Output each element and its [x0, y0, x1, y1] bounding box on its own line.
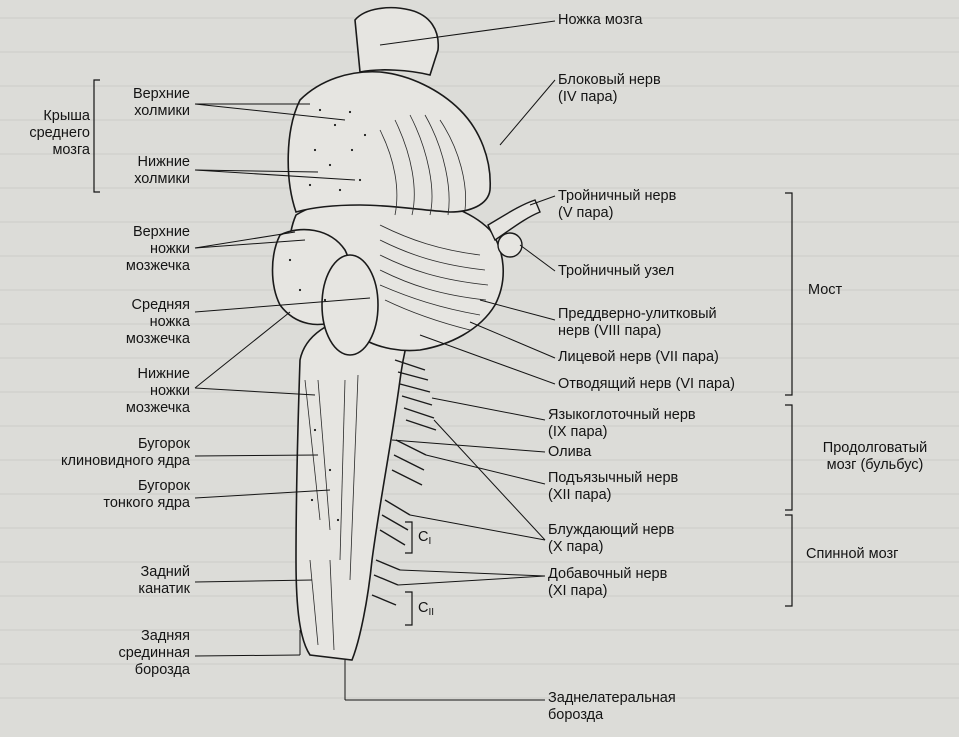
- c2-bracket: [405, 592, 412, 625]
- midbrain-outline: [288, 72, 490, 212]
- label-abducens-nerve: Отводящий нерв (VI пара): [558, 376, 735, 393]
- label-facial-nerve: Лицевой нерв (VII пара): [558, 349, 719, 366]
- label-inferior-colliculi: Нижние холмики: [100, 154, 190, 188]
- label-cuneate-tubercle: Бугорок клиновидного ядра: [10, 436, 190, 470]
- pons-bracket: [785, 193, 792, 395]
- label-hypoglossal-nerve: Подъязычный нерв (XII пара): [548, 470, 678, 504]
- label-vagus-nerve: Блуждающий нерв (X пара): [548, 522, 674, 556]
- label-cerebral-peduncle: Ножка мозга: [558, 12, 642, 29]
- label-posterolateral-sulcus: Заднелатеральная борозда: [548, 690, 676, 724]
- trigeminal-ganglion-shape: [498, 233, 522, 257]
- label-trigeminal-nerve: Тройничный нерв (V пара): [558, 188, 676, 222]
- olive-shape: [322, 255, 378, 355]
- cerebral-peduncle-shape: [355, 8, 438, 75]
- label-segment-c1: CI: [418, 529, 431, 550]
- label-vestibulocochlear-nerve: Преддверно-улитковый нерв (VIII пара): [558, 306, 717, 340]
- label-spinal-cord: Спинной мозг: [806, 546, 898, 563]
- label-olive: Олива: [548, 444, 591, 461]
- spinal-cord-bracket: [785, 515, 792, 606]
- label-trigeminal-ganglion: Тройничный узел: [558, 263, 674, 280]
- label-glossopharyngeal-nerve: Языкоглоточный нерв (IX пара): [548, 407, 696, 441]
- label-segment-c2: CII: [418, 600, 434, 621]
- spinal-cord-outline: [296, 315, 416, 660]
- label-superior-colliculi: Верхние холмики: [100, 86, 190, 120]
- label-superior-cerebellar-peduncles: Верхние ножки мозжечка: [80, 224, 190, 275]
- label-posterior-funiculus: Задний канатик: [80, 564, 190, 598]
- label-roof-of-midbrain: Крыша среднего мозга: [8, 108, 90, 159]
- label-trochlear-nerve: Блоковый нерв (IV пара): [558, 72, 661, 106]
- c1-bracket: [405, 522, 412, 553]
- label-accessory-nerve: Добавочный нерв (XI пара): [548, 566, 667, 600]
- label-medulla: Продолговатый мозг (бульбус): [800, 440, 950, 474]
- label-middle-cerebellar-peduncle: Средняя ножка мозжечка: [80, 297, 190, 348]
- label-gracile-tubercle: Бугорок тонкого ядра: [10, 478, 190, 512]
- label-inferior-cerebellar-peduncles: Нижние ножки мозжечка: [80, 366, 190, 417]
- label-pons: Мост: [808, 282, 842, 299]
- label-posterior-median-sulcus: Задняя срединная борозда: [80, 628, 190, 679]
